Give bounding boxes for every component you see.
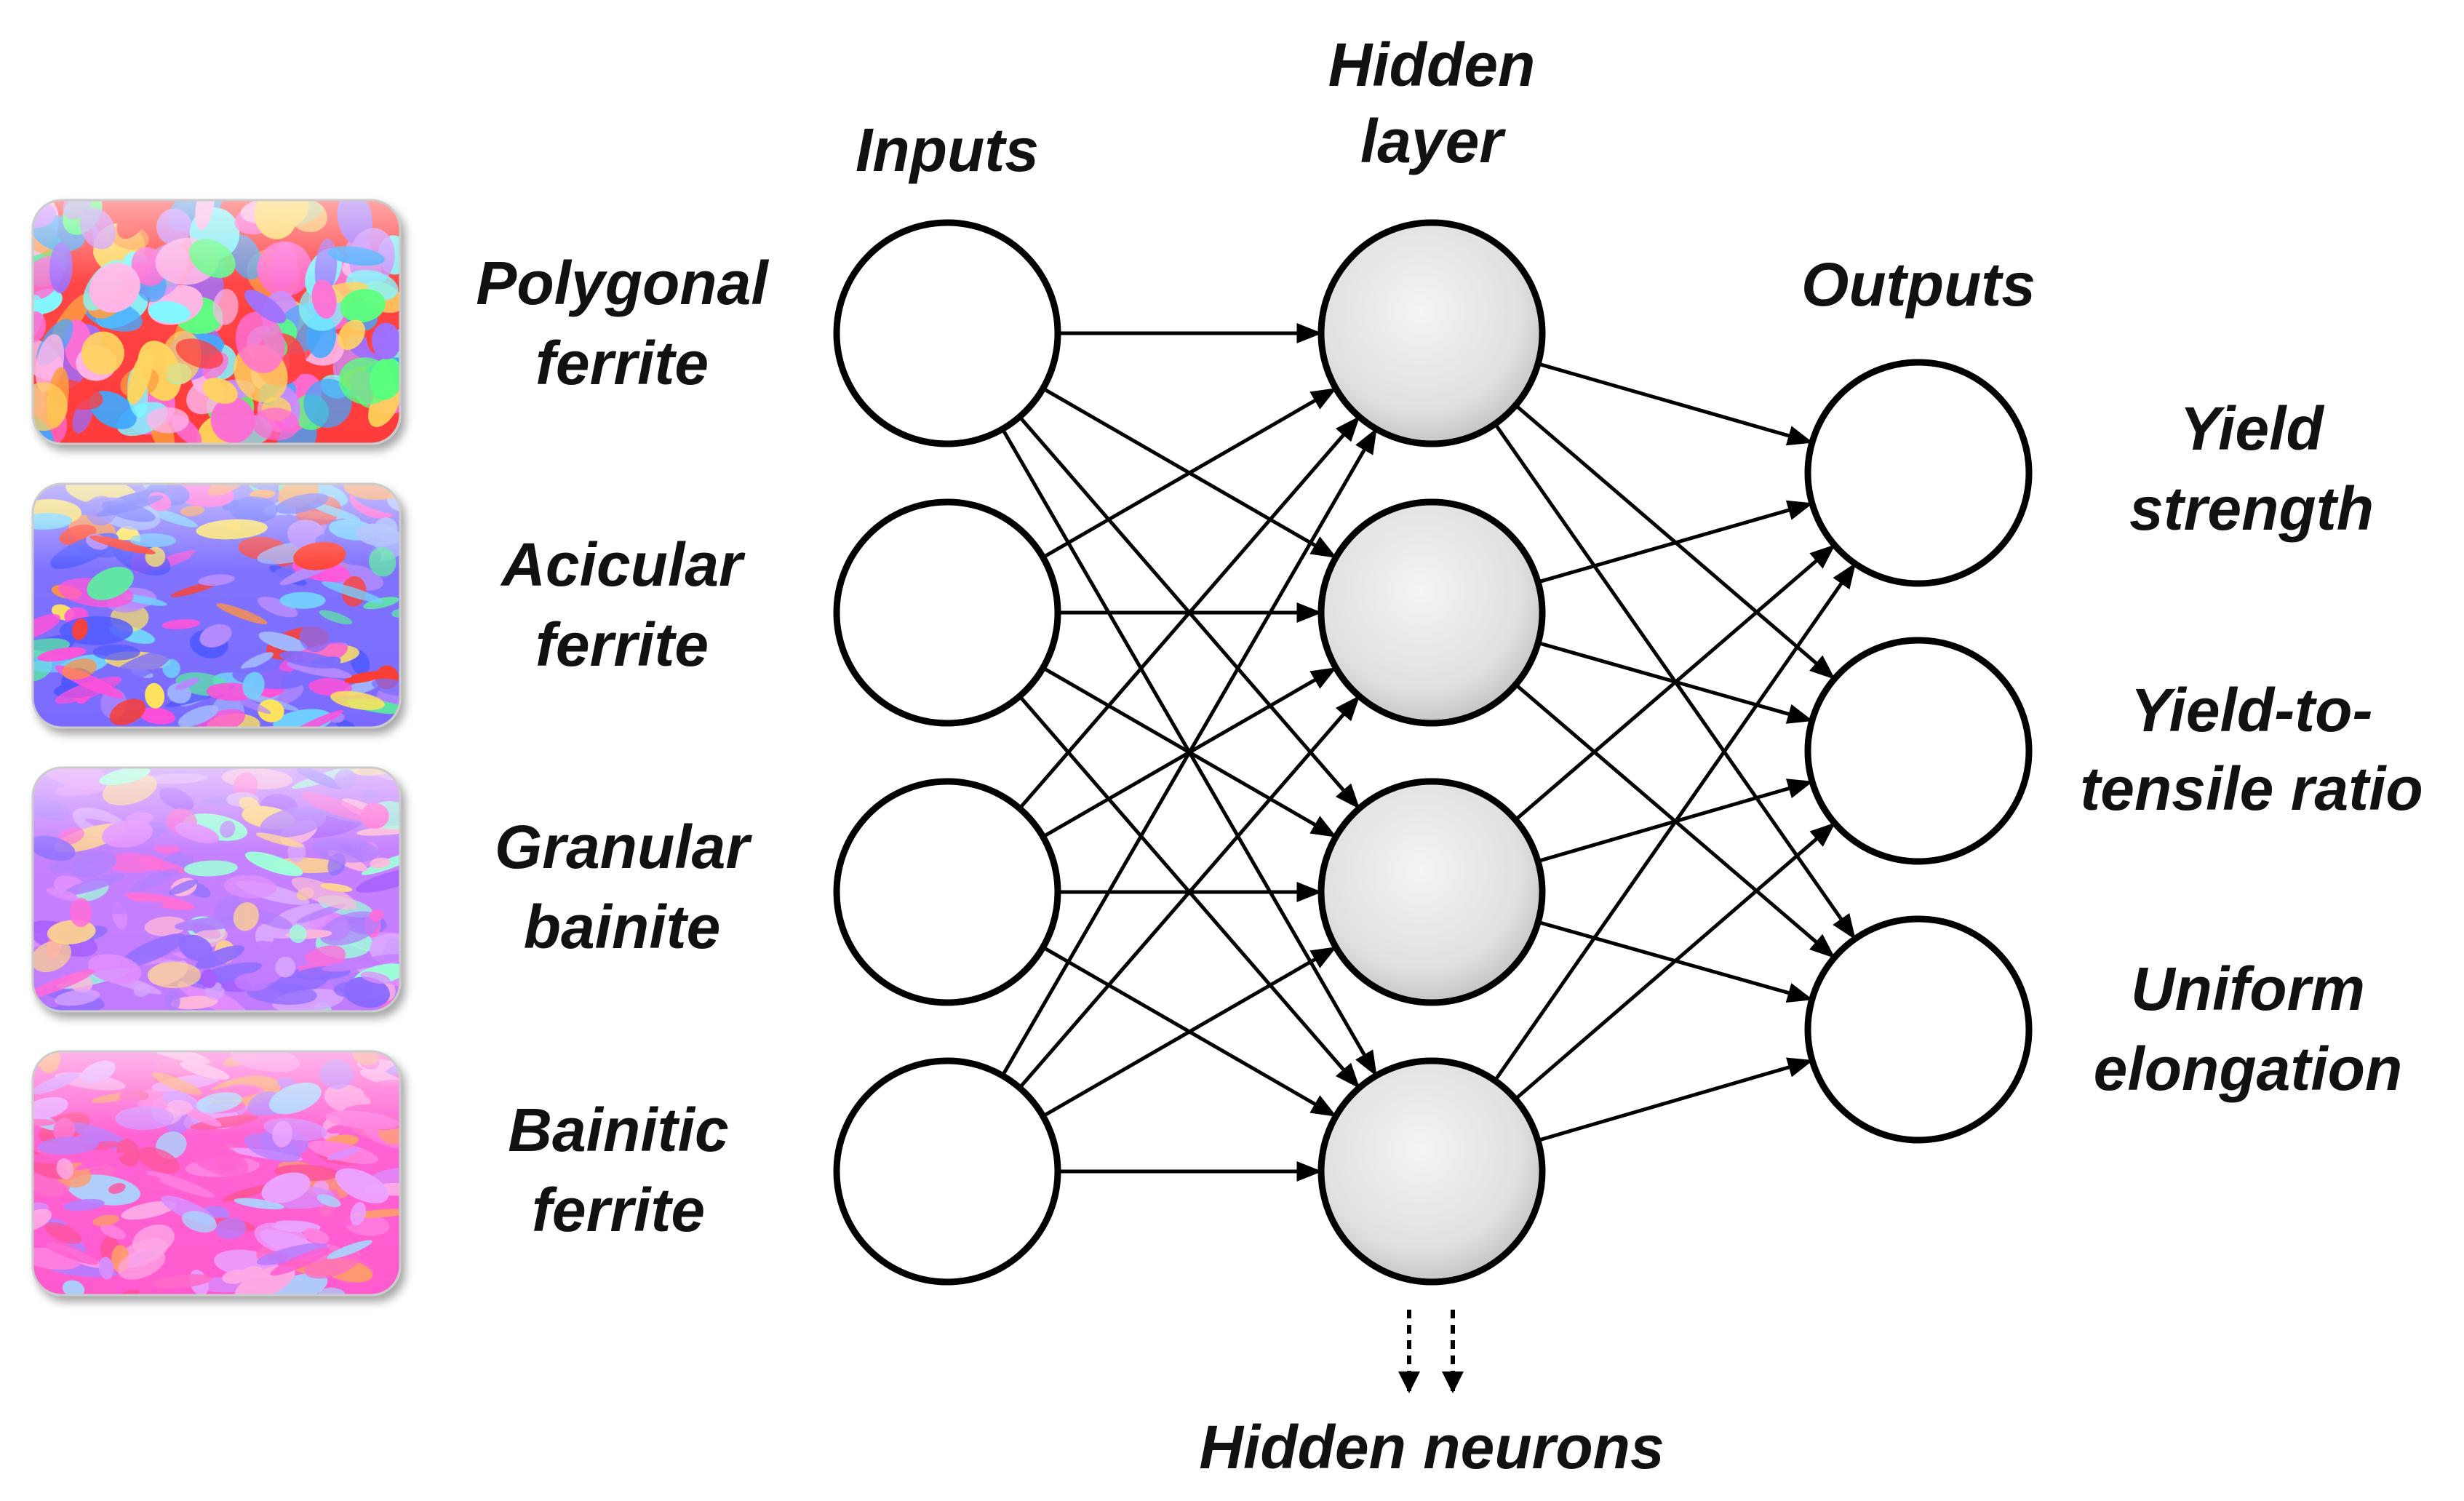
hidden-neurons-label: Hidden neurons — [1199, 1413, 1664, 1481]
edge-hidden2-output1 — [1537, 500, 1814, 584]
output-label-2-line1: Yield-to- — [2131, 676, 2373, 744]
edge-hidden1-output1 — [1537, 362, 1814, 446]
edge-hidden3-output1 — [1514, 544, 1835, 821]
input-label-2-line2: ferrite — [535, 610, 709, 679]
micrograph-granular-bainite — [31, 766, 402, 1013]
input-label-2-line1: Acicular — [500, 530, 746, 599]
input-label-1-line2: ferrite — [535, 329, 709, 397]
outputs-header: Outputs — [1801, 250, 2036, 319]
input-label-3-line1: Granular — [495, 813, 752, 881]
inputs-header: Inputs — [856, 116, 1039, 184]
output-node-1 — [1804, 359, 2033, 587]
column-headers: Inputs Hidden layer Outputs — [856, 31, 2036, 319]
micrograph-acicular-ferrite — [31, 482, 402, 729]
input-label-3-line2: bainite — [524, 893, 721, 961]
hidden-node-4 — [1317, 1057, 1546, 1286]
output-label-3-line2: elongation — [2094, 1035, 2403, 1103]
edge-input2-hidden1 — [1042, 387, 1337, 560]
edge-hidden4-output2 — [1514, 822, 1836, 1101]
input-label-4-line2: ferrite — [532, 1176, 705, 1244]
network-nodes — [833, 219, 2033, 1286]
edge-hidden4-output3 — [1537, 1057, 1814, 1142]
hidden-neurons-indicator: Hidden neurons — [1199, 1310, 1664, 1481]
edge-input4-hidden2 — [1018, 695, 1360, 1089]
edge-hidden4-output1 — [1493, 562, 1857, 1082]
hidden-layer-header-line1: Hidden — [1328, 31, 1536, 99]
output-label-3-line1: Uniform — [2131, 955, 2365, 1023]
hidden-layer-header-line2: layer — [1360, 107, 1506, 175]
input-node-1 — [833, 219, 1061, 447]
micrograph-thumbnails — [31, 199, 402, 1297]
output-labels: Yield strength Yield-to- tensile ratio U… — [2080, 394, 2423, 1103]
connection-edges — [1000, 323, 1857, 1182]
micrograph-polygonal-ferrite — [31, 199, 402, 445]
hidden-node-1 — [1317, 219, 1546, 447]
micrograph-bainitic-ferrite — [31, 1050, 402, 1297]
edge-input4-hidden3 — [1042, 946, 1337, 1118]
hidden-node-2 — [1317, 498, 1546, 727]
output-label-2-line2: tensile ratio — [2080, 755, 2423, 823]
input-labels: Polygonal ferrite Acicular ferrite Granu… — [476, 249, 769, 1244]
edge-input4-hidden1 — [1000, 428, 1378, 1077]
edge-input3-hidden1 — [1018, 415, 1360, 810]
output-node-2 — [1804, 637, 2033, 865]
input-node-3 — [833, 778, 1061, 1006]
input-node-4 — [833, 1057, 1061, 1286]
output-node-3 — [1804, 915, 2033, 1144]
input-label-4-line1: Bainitic — [508, 1096, 728, 1164]
output-label-1-line2: strength — [2129, 474, 2374, 543]
input-label-1-line1: Polygonal — [476, 249, 769, 317]
input-node-2 — [833, 498, 1061, 727]
hidden-node-3 — [1317, 778, 1546, 1006]
output-label-1-line1: Yield — [2180, 394, 2324, 463]
